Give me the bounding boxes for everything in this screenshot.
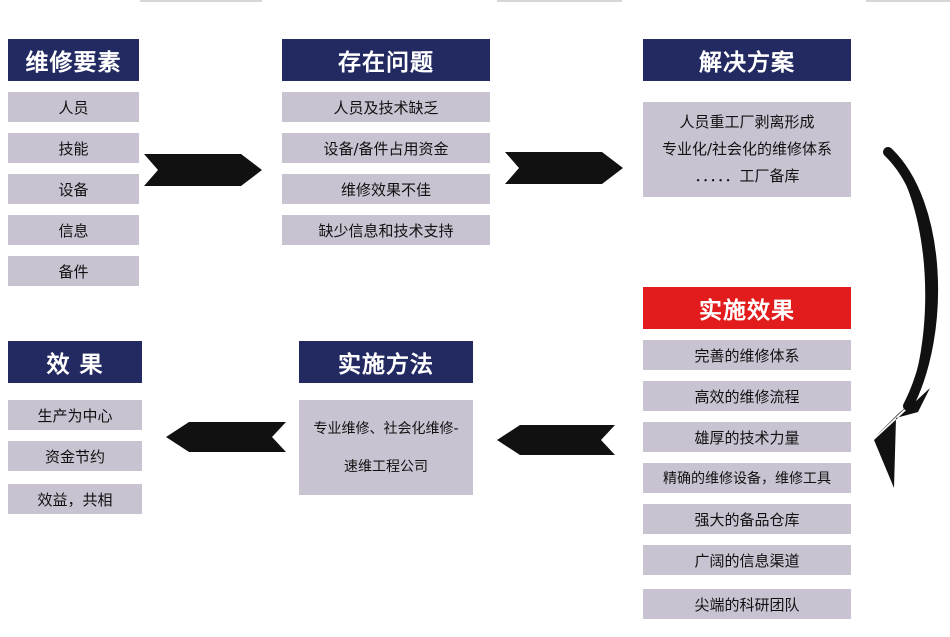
effect-item-3: 效益，共相 <box>8 484 142 514</box>
problems-item-4: 缺少信息和技术支持 <box>282 215 490 245</box>
solution-line-1: 人员重工厂剥离形成 <box>679 113 815 131</box>
results-item-7: 尖端的科研团队 <box>643 589 851 619</box>
arrow-right-icon <box>144 154 262 186</box>
top-divider-2 <box>497 0 622 2</box>
problems-item-3: 维修效果不佳 <box>282 174 490 204</box>
elements-item-4: 信息 <box>8 215 139 245</box>
method-header: 实施方法 <box>299 341 473 383</box>
solution-header: 解决方案 <box>643 39 851 81</box>
method-line-1: 专业维修、社会化维修- <box>313 420 459 437</box>
arrow-right-icon <box>505 152 623 184</box>
curved-arrow-down-icon <box>874 147 939 488</box>
top-divider-1 <box>140 0 262 2</box>
results-item-2: 高效的维修流程 <box>643 381 851 411</box>
elements-item-1: 人员 <box>8 92 139 122</box>
solution-box: 人员重工厂剥离形成 专业化/社会化的维修体系 ．．．．．工厂备库 <box>643 102 851 197</box>
results-header: 实施效果 <box>643 287 851 329</box>
results-item-6: 广阔的信息渠道 <box>643 545 851 575</box>
elements-item-5: 备件 <box>8 256 139 286</box>
effect-header: 效 果 <box>8 341 142 383</box>
results-item-3: 雄厚的技术力量 <box>643 422 851 452</box>
problems-item-2: 设备/备件占用资金 <box>282 133 490 163</box>
elements-item-3: 设备 <box>8 174 139 204</box>
arrow-left-icon <box>166 422 286 452</box>
results-item-1: 完善的维修体系 <box>643 340 851 370</box>
solution-line-3: ．．．．．工厂备库 <box>694 167 800 185</box>
problems-header: 存在问题 <box>282 39 490 81</box>
effect-item-1: 生产为中心 <box>8 400 142 430</box>
method-box: 专业维修、社会化维修- 速维工程公司 <box>299 400 473 495</box>
problems-item-1: 人员及技术缺乏 <box>282 92 490 122</box>
effect-item-2: 资金节约 <box>8 441 142 471</box>
elements-header: 维修要素 <box>8 39 139 81</box>
top-divider-3 <box>866 0 950 2</box>
arrow-left-icon <box>497 425 615 455</box>
elements-item-2: 技能 <box>8 133 139 163</box>
method-line-2: 速维工程公司 <box>344 458 428 475</box>
results-item-4: 精确的维修设备，维修工具 <box>643 463 851 493</box>
solution-line-2: 专业化/社会化的维修体系 <box>661 140 833 158</box>
results-item-5: 强大的备品仓库 <box>643 504 851 534</box>
